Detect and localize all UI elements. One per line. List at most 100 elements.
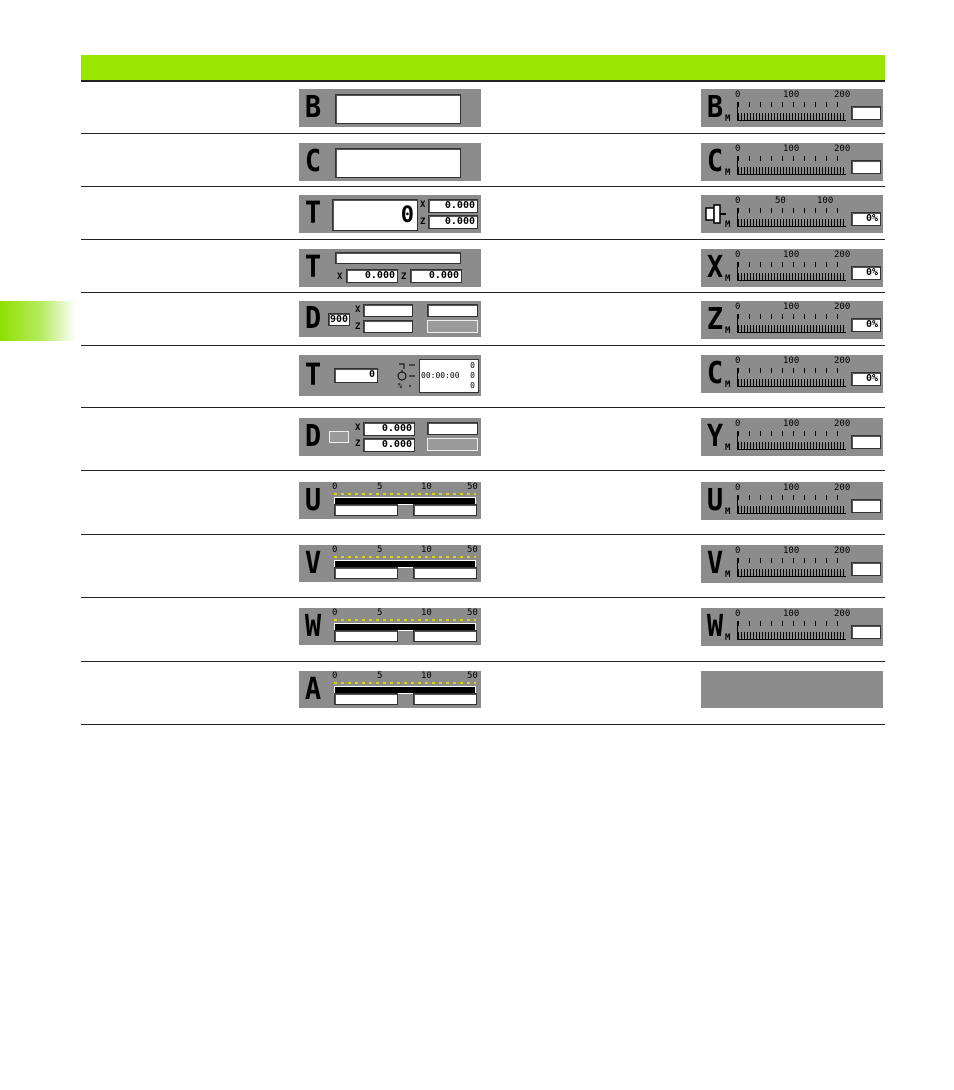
tick-label: 200: [834, 546, 851, 556]
tick-label: 100: [783, 609, 800, 619]
percent-field: [851, 435, 881, 449]
x-label: X: [420, 200, 426, 210]
percent-field: 0%: [851, 266, 881, 280]
table-header: [81, 55, 885, 82]
m-label: M: [725, 114, 731, 124]
aux-field-2: [427, 438, 478, 451]
axis-letter: T: [304, 250, 322, 285]
tick-label: 200: [834, 483, 851, 493]
axis-letter: B: [304, 90, 322, 125]
axis-letter: X: [706, 250, 724, 285]
axis-letter: T: [304, 196, 322, 231]
tick-label: 50: [467, 671, 478, 681]
m-label: M: [725, 220, 731, 230]
x-field: [363, 304, 413, 317]
z-field: [363, 320, 413, 333]
m-label: M: [725, 274, 731, 284]
load-scale: [737, 621, 846, 640]
status-field: [329, 431, 349, 443]
m-label: M: [725, 326, 731, 336]
load-scale: [737, 495, 846, 514]
tick-label: 100: [783, 419, 800, 429]
axis-letter: U: [706, 483, 724, 518]
value-field-2: [413, 630, 477, 642]
tick-label: 5: [377, 545, 383, 555]
tick-label: 0: [332, 545, 338, 555]
tool-number-field: 0: [334, 368, 378, 383]
tick-label: 10: [421, 545, 432, 555]
tick-label: 200: [834, 302, 851, 312]
feed-display-w: W 0 5 10 50: [299, 608, 481, 645]
m-label: M: [725, 380, 731, 390]
tool-number: 0: [400, 203, 414, 228]
value-field-1: [334, 630, 398, 642]
tick-label: 100: [783, 302, 800, 312]
tick-label: 200: [834, 609, 851, 619]
table-row: A 0 5 10 50: [81, 662, 885, 725]
z-offset-field: 0.000: [363, 438, 415, 452]
tick-label: 200: [834, 419, 851, 429]
load-scale: [737, 558, 846, 577]
axis-letter: V: [304, 545, 322, 581]
table-row: D X 0.000 Z 0.000 Y M 0 100 200: [81, 408, 885, 471]
table-row: V 0 5 10 50 V M 0 100 200: [81, 535, 885, 598]
tick-label: 0: [735, 144, 741, 154]
axis-letter: T: [304, 357, 322, 393]
load-scale: [737, 262, 846, 281]
x-offset-field: 0.000: [363, 422, 415, 436]
tool-display-2: T X 0.000 Z 0.000: [299, 249, 481, 287]
axis-letter: V: [706, 546, 724, 581]
diameter-display: D 900 X Z: [299, 301, 481, 337]
axis-letter: C: [706, 356, 724, 391]
axis-letter: D: [304, 419, 322, 454]
percent-field: 0%: [851, 212, 881, 226]
tick-label: 5: [377, 608, 383, 618]
load-scale: [737, 314, 846, 333]
load-scale: [737, 156, 846, 175]
spindle-icon: [705, 203, 727, 225]
bar-display-u: U M 0 100 200: [701, 482, 883, 520]
tick-label: 0: [332, 482, 338, 492]
axis-letter: Z: [706, 302, 724, 337]
tool-display: T 0 X 0.000 Z 0.000: [299, 195, 481, 233]
value-field-2: [413, 504, 477, 516]
x-label: X: [355, 423, 361, 433]
tick-label: 0: [735, 356, 741, 366]
table-row: T 0 % 0 00:00:00 0 0 C: [81, 346, 885, 408]
tick-label: 200: [834, 144, 851, 154]
percent-field: [851, 106, 881, 120]
counter-value: 0: [470, 381, 475, 390]
run-time: 00:00:00: [421, 371, 460, 380]
axis-letter: W: [304, 608, 322, 644]
percent-field: [851, 160, 881, 174]
feed-display-v: V 0 5 10 50: [299, 545, 481, 582]
spindle-bar-display: M 0 50 100 0%: [701, 195, 883, 233]
tick-label: 0: [735, 483, 741, 493]
m-label: M: [725, 168, 731, 178]
axis-letter: B: [706, 90, 724, 125]
section-tab: [0, 301, 76, 341]
tick-label: 50: [775, 196, 786, 206]
feed-scale: [334, 492, 476, 505]
feed-scale: [334, 681, 476, 694]
x-offset-field: 0.000: [346, 269, 398, 283]
tick-label: 100: [783, 483, 800, 493]
tick-label: 0: [332, 608, 338, 618]
tick-label: 200: [834, 90, 851, 100]
time-field: 0 00:00:00 0 0: [419, 359, 479, 393]
tick-label: 50: [467, 482, 478, 492]
axis-letter: Y: [706, 419, 724, 454]
bar-display-z: Z M 0 100 200 0%: [701, 301, 883, 339]
counter-value: 0: [470, 371, 475, 380]
table-row: B B M 0 100 200: [81, 82, 885, 134]
bar-display-v: V M 0 100 200: [701, 545, 883, 583]
feed-scale: [334, 555, 476, 568]
percent-field: [851, 499, 881, 513]
tick-label: 0: [332, 671, 338, 681]
tick-label: 100: [783, 90, 800, 100]
axis-letter: W: [706, 609, 724, 644]
z-offset-field: 0.000: [428, 215, 478, 229]
tick-label: 50: [467, 545, 478, 555]
table-row: W 0 5 10 50 W M 0 100 200: [81, 598, 885, 662]
percent-field: 0%: [851, 318, 881, 332]
